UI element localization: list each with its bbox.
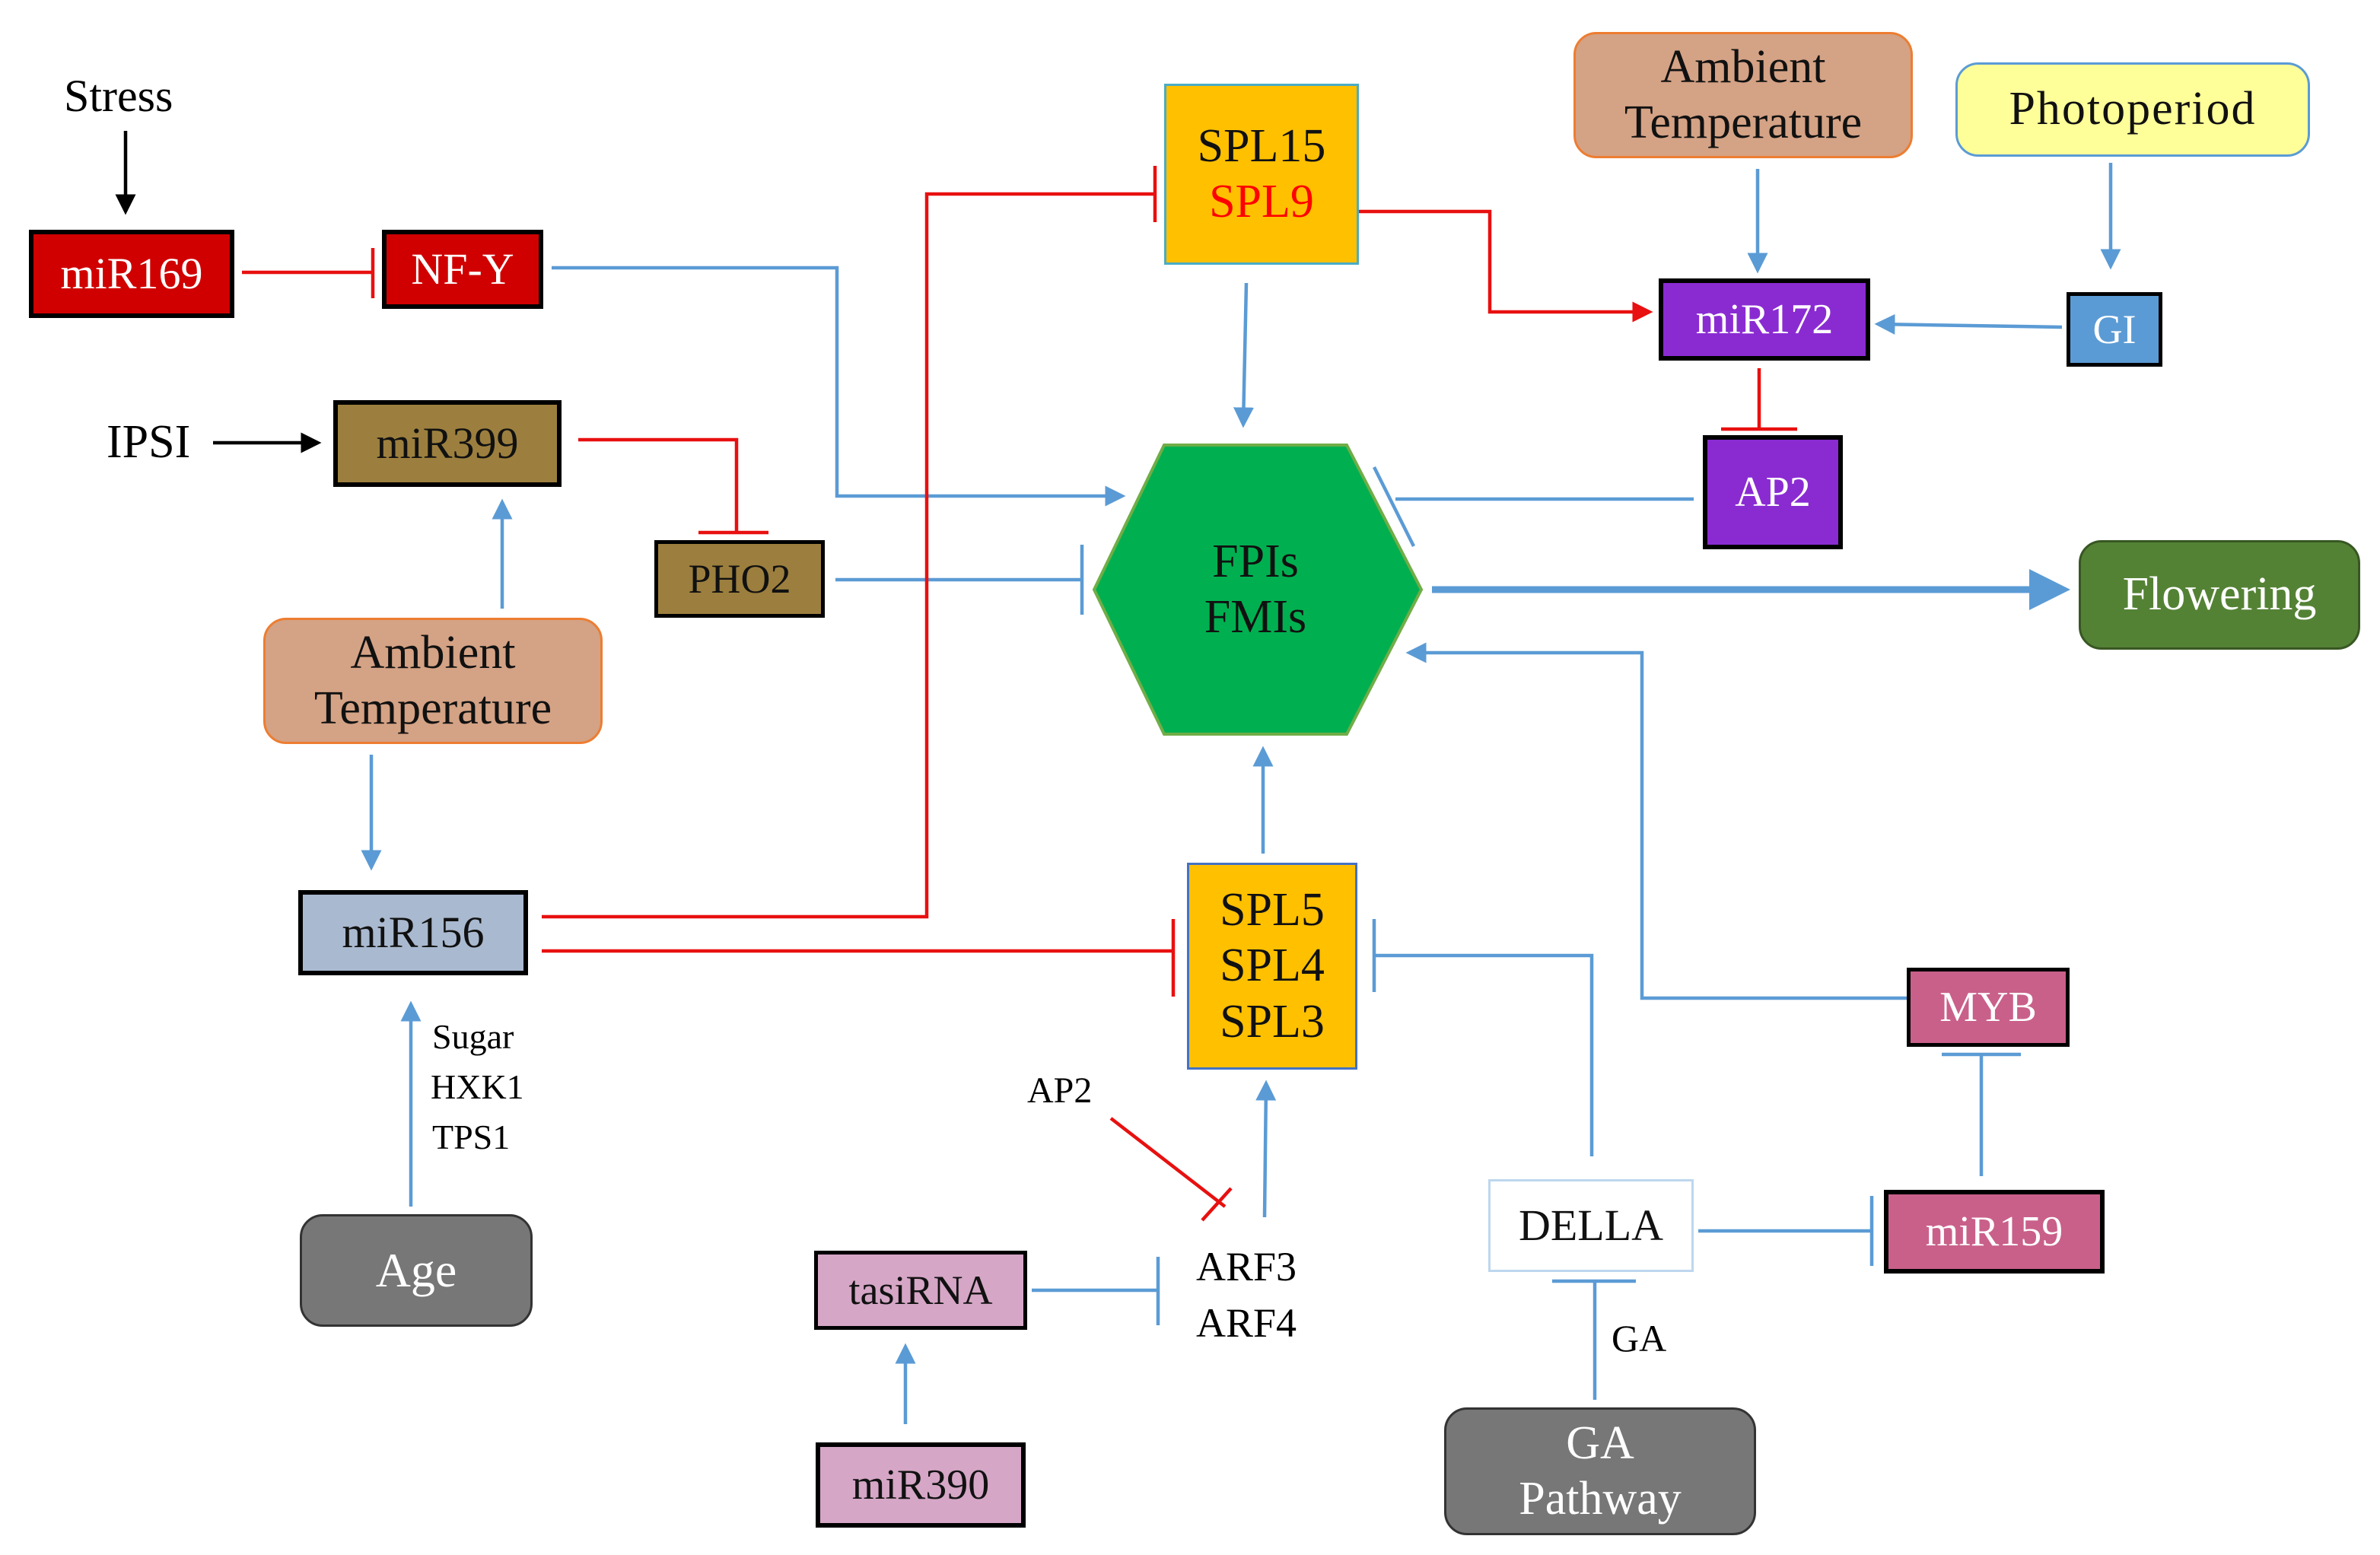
node-myb-label: MYB (1939, 983, 2037, 1031)
node-mir390: miR390 (816, 1442, 1026, 1528)
edge-arf-spl543 (1255, 1080, 1277, 1218)
node-flowering: Flowering (2079, 540, 2360, 650)
node-nfy: NF-Y (382, 230, 543, 309)
label-stress: Stress (64, 71, 173, 121)
node-spl9-label: SPL9 (1209, 176, 1314, 227)
node-flowering-label: Flowering (2122, 568, 2317, 621)
node-photoperiod-label: Photoperiod (2009, 83, 2257, 135)
node-mir156: miR156 (298, 890, 528, 975)
node-fpi-line1: FPIs (1212, 535, 1299, 587)
node-ga-pathway-line1: GA (1566, 1417, 1634, 1469)
bar-fpi-right (1372, 466, 1416, 548)
node-tasirna: tasiRNA (814, 1251, 1027, 1330)
edge-gi-mir172 (1874, 313, 2063, 335)
node-della-label: DELLA (1518, 1200, 1664, 1250)
label-ipsi: IPSI (107, 416, 191, 468)
node-ambient-left: Ambient Temperature (263, 618, 603, 744)
node-mir156-label: miR156 (342, 907, 485, 957)
node-ambient-right: Ambient Temperature (1573, 32, 1913, 158)
node-ga-pathway: GA Pathway (1444, 1407, 1756, 1535)
node-gi: GI (2067, 292, 2162, 367)
label-arf3: ARF3 (1196, 1244, 1297, 1289)
edge-spl15-fpi (1233, 282, 1254, 428)
edge-della-spl543 (1374, 953, 1594, 1156)
node-nfy-label: NF-Y (411, 243, 514, 294)
bar-arf-top (1201, 1187, 1233, 1222)
edge-myb-fpi (1405, 642, 1908, 1000)
node-photoperiod: Photoperiod (1955, 62, 2310, 157)
label-hxk1: HXK1 (431, 1067, 524, 1106)
node-ambient-right-line2: Temperature (1624, 97, 1863, 148)
node-mir159: miR159 (1884, 1190, 2105, 1274)
fpi-hexagon-shape (1092, 444, 1424, 736)
label-tps1: TPS1 (432, 1118, 511, 1156)
node-spl4-label: SPL4 (1220, 940, 1325, 992)
node-spl15-spl9: SPL15 SPL9 (1164, 84, 1359, 265)
node-mir172: miR172 (1659, 278, 1870, 361)
label-ga: GA (1612, 1317, 1667, 1359)
label-sugar: Sugar (432, 1017, 514, 1056)
node-spl543: SPL5 SPL4 SPL3 (1187, 863, 1357, 1070)
node-mir172-label: miR172 (1695, 295, 1834, 343)
node-age-label: Age (375, 1243, 457, 1298)
node-ambient-left-line2: Temperature (313, 682, 552, 734)
label-arf4: ARF4 (1196, 1300, 1297, 1346)
node-spl3-label: SPL3 (1220, 995, 1325, 1048)
node-ap2-box-label: AP2 (1735, 468, 1811, 516)
node-pho2-label: PHO2 (688, 555, 791, 602)
node-mir159-label: miR159 (1925, 1207, 2063, 1255)
edge-mir399-pho2 (578, 437, 739, 531)
node-mir390-label: miR390 (851, 1461, 990, 1509)
node-fpi: FPIs FMIs (1172, 517, 1339, 662)
edge-spl9-mir172 (1333, 209, 1653, 323)
node-spl5-label: SPL5 (1220, 884, 1325, 936)
node-spl15-label: SPL15 (1197, 119, 1326, 172)
node-fpi-line2: FMIs (1204, 591, 1307, 643)
label-ap2-text: AP2 (1027, 1070, 1093, 1111)
node-mir399-label: miR399 (376, 418, 519, 468)
node-mir169-label: miR169 (60, 248, 203, 298)
node-della: DELLA (1488, 1179, 1694, 1272)
node-ambient-left-line1: Ambient (350, 626, 516, 679)
edge-mir156-spl15 (542, 192, 1155, 919)
node-ambient-right-line1: Ambient (1660, 40, 1826, 93)
node-ap2-box: AP2 (1703, 435, 1843, 549)
edge-ap2text-arf (1109, 1117, 1227, 1208)
node-gi-label: GI (2092, 306, 2137, 352)
node-pho2: PHO2 (654, 540, 825, 618)
node-mir169: miR169 (29, 230, 234, 318)
node-ga-pathway-line2: Pathway (1519, 1473, 1682, 1525)
node-myb: MYB (1907, 968, 2070, 1047)
node-tasirna-label: tasiRNA (848, 1267, 993, 1313)
node-mir399: miR399 (333, 400, 562, 487)
edge-nfy-fpi (552, 266, 1126, 507)
node-age: Age (300, 1214, 533, 1327)
